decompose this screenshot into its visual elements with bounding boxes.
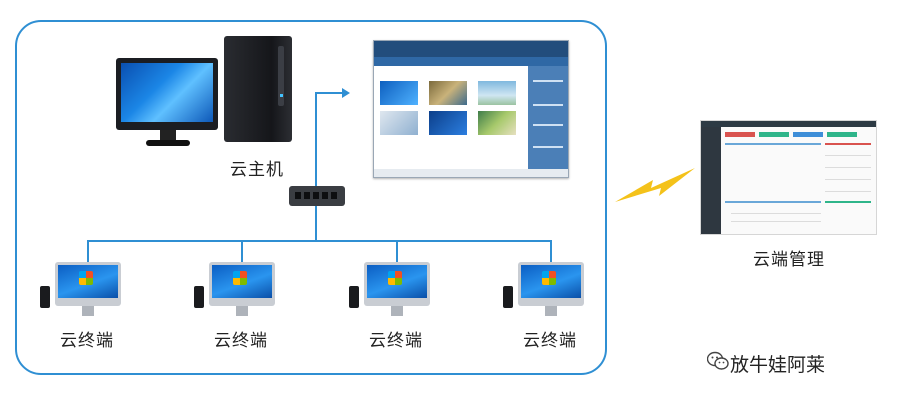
link-to-app <box>315 92 343 94</box>
monitor-base <box>146 140 190 146</box>
thin-client-icon <box>194 286 204 308</box>
thin-client-icon <box>349 286 359 308</box>
drop-4 <box>550 240 552 262</box>
arrow-icon <box>342 88 350 98</box>
drop-2 <box>241 240 243 262</box>
monitor-icon <box>518 262 584 306</box>
host-label: 云主机 <box>230 160 284 180</box>
drop-1 <box>87 240 89 262</box>
monitor-icon <box>116 58 218 130</box>
terminal-bus <box>87 240 551 242</box>
link-switch-bus <box>315 206 317 240</box>
management-label: 云端管理 <box>753 250 825 270</box>
network-frame <box>15 20 607 375</box>
monitor-stand <box>160 130 176 142</box>
terminal-label: 云终端 <box>60 331 114 351</box>
terminal-label: 云终端 <box>214 331 268 351</box>
wechat-icon <box>707 351 729 370</box>
watermark-text: 放牛娃阿莱 <box>730 354 826 376</box>
terminal-label: 云终端 <box>369 331 423 351</box>
cloud-management-screenshot <box>700 120 877 235</box>
link-host-switch <box>315 92 317 186</box>
monitor-icon <box>55 262 121 306</box>
cloud-desktop-app-screenshot <box>373 40 569 178</box>
thin-client-icon <box>503 286 513 308</box>
lightning-icon <box>615 168 695 202</box>
monitor-icon <box>209 262 275 306</box>
monitor-icon <box>364 262 430 306</box>
thin-client-icon <box>40 286 50 308</box>
server-tower-icon <box>224 36 292 142</box>
terminal-label: 云终端 <box>523 331 577 351</box>
drop-3 <box>396 240 398 262</box>
network-switch-icon <box>289 186 345 206</box>
